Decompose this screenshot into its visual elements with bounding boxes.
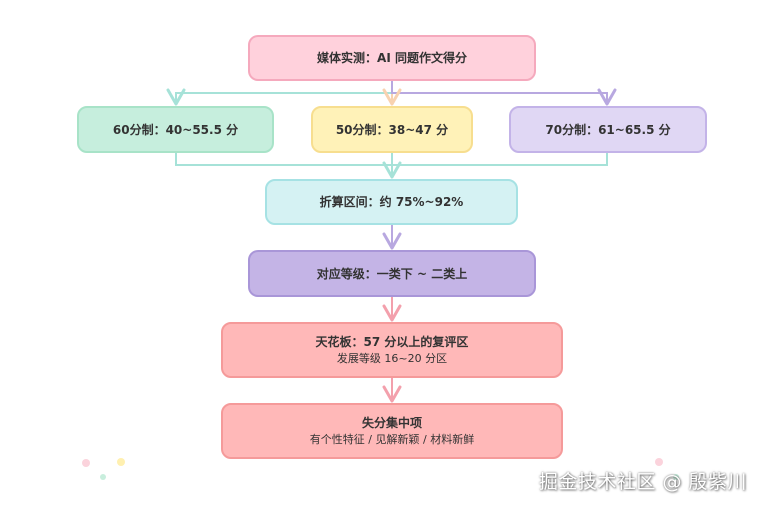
arrowhead xyxy=(382,385,402,403)
node-50-point-scale: 50分制：38~47 分 xyxy=(311,106,473,153)
node-70-point-scale: 70分制：61~65.5 分 xyxy=(509,106,707,153)
arrowhead xyxy=(597,88,617,106)
edge-60-to-conv xyxy=(175,153,393,177)
node-point-loss: 失分集中项 有个性特征 / 见解新颖 / 材料新鲜 xyxy=(221,403,563,459)
node-sublabel: 发展等级 16~20 分区 xyxy=(336,351,448,365)
decor-dot xyxy=(673,474,679,480)
arrowhead xyxy=(166,88,186,106)
node-label: 媒体实测：AI 同题作文得分 xyxy=(317,51,467,65)
arrowhead xyxy=(382,88,402,106)
node-label: 折算区间：约 75%~92% xyxy=(319,195,464,209)
node-label: 60分制：40~55.5 分 xyxy=(112,122,239,137)
decor-dot xyxy=(82,459,90,467)
arrowhead xyxy=(382,232,402,250)
node-media-test-score: 媒体实测：AI 同题作文得分 xyxy=(248,35,536,81)
node-label: 70分制：61~65.5 分 xyxy=(545,122,671,137)
node-label: 失分集中项 xyxy=(361,415,422,430)
edge-top-to-70 xyxy=(391,81,608,104)
arrowhead xyxy=(382,161,402,179)
edge-70-to-conv xyxy=(392,153,608,166)
edge-top-to-60 xyxy=(175,81,393,104)
node-ceiling: 天花板：57 分以上的复评区 发展等级 16~20 分区 xyxy=(221,322,563,378)
decor-dot xyxy=(655,458,663,466)
node-sublabel: 有个性特征 / 见解新颖 / 材料新鲜 xyxy=(309,432,475,446)
arrowhead xyxy=(382,304,402,322)
watermark-text: 掘金技术社区 @ 殷紫川 xyxy=(538,471,747,493)
node-label: 对应等级：一类下 ~ 二类上 xyxy=(316,266,468,281)
node-label: 50分制：38~47 分 xyxy=(335,122,449,137)
decor-dot xyxy=(117,458,125,466)
node-label: 天花板：57 分以上的复评区 xyxy=(315,334,469,349)
decor-dot xyxy=(100,474,106,480)
node-corresponding-grade: 对应等级：一类下 ~ 二类上 xyxy=(248,250,536,297)
node-conversion-range: 折算区间：约 75%~92% xyxy=(265,179,518,225)
node-60-point-scale: 60分制：40~55.5 分 xyxy=(77,106,274,153)
